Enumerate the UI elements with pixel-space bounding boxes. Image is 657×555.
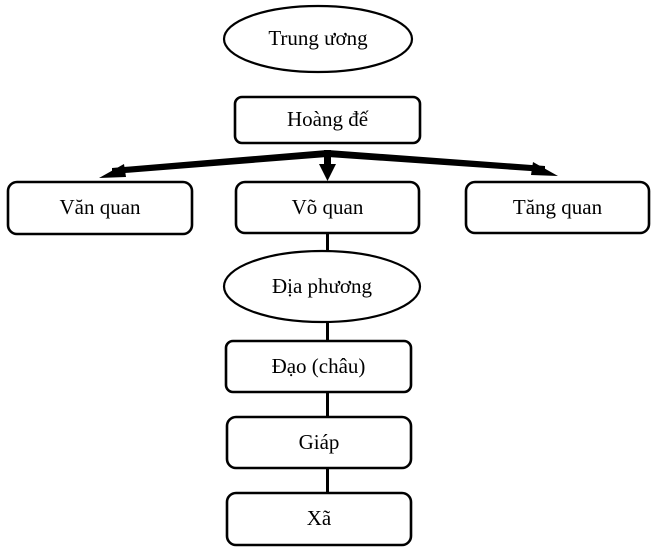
node-shape-giap[interactable] bbox=[225, 415, 413, 470]
node-shape-tang-quan[interactable] bbox=[464, 180, 651, 235]
node-shape-xa[interactable] bbox=[225, 491, 413, 547]
node-shape-vo-quan[interactable] bbox=[234, 180, 421, 235]
node-shape-trung-uong[interactable] bbox=[222, 4, 414, 74]
arrowhead-tangquan bbox=[531, 162, 558, 176]
arrow-hoangde-to-tangquan bbox=[328, 150, 545, 172]
node-shape-dao-chau[interactable] bbox=[224, 339, 413, 394]
node-shape-van-quan[interactable] bbox=[6, 180, 194, 236]
node-shape-hoang-de[interactable] bbox=[233, 95, 422, 145]
arrowhead-vanquan bbox=[99, 164, 126, 178]
node-shape-dia-phuong[interactable] bbox=[222, 249, 422, 324]
arrow-hoangde-to-vanquan bbox=[112, 150, 327, 174]
arrowhead-voquan bbox=[319, 164, 336, 181]
